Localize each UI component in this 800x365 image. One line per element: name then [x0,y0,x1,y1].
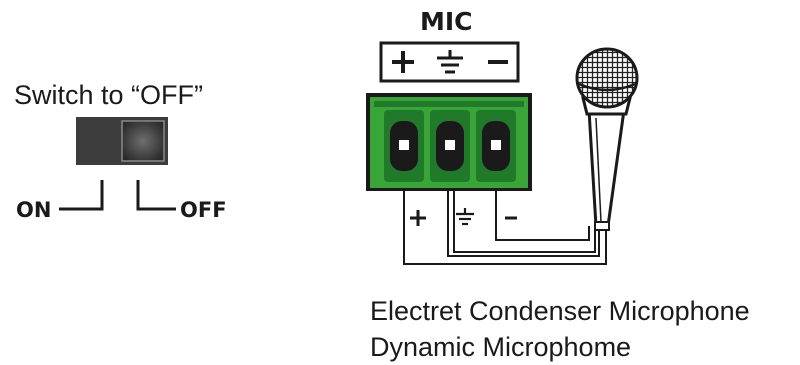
terminal-plus[interactable] [384,110,424,182]
switch-knob[interactable] [121,120,165,162]
wires [403,191,607,265]
off-label: OFF [180,198,227,222]
terminal-ground[interactable] [430,110,470,182]
terminal-label-box [379,41,520,83]
terminal-minus[interactable] [476,110,516,182]
dip-switch[interactable] [76,117,168,165]
on-leader-line [59,180,104,211]
phoenix-connector [366,93,532,191]
caption-line-1: Electret Condenser Microphone [370,296,750,326]
mic-head [575,47,639,109]
wire-plus-label [410,210,426,226]
caption-line-2: Dynamic Microphome [370,332,631,362]
connector-title: MIC [420,7,473,36]
wire-ground-label [456,208,474,226]
ground-icon [437,50,463,74]
off-leader-line [136,180,176,211]
mic-handle [587,108,626,228]
wire-minus [495,191,590,241]
wire-ground-a [447,191,600,257]
on-label: ON [16,198,51,222]
wire-plus [403,191,607,265]
microphone-icon [575,47,639,231]
switch-title: Switch to “OFF” [14,80,203,110]
plus-sign [392,51,414,73]
wire-ground-b [453,191,596,253]
